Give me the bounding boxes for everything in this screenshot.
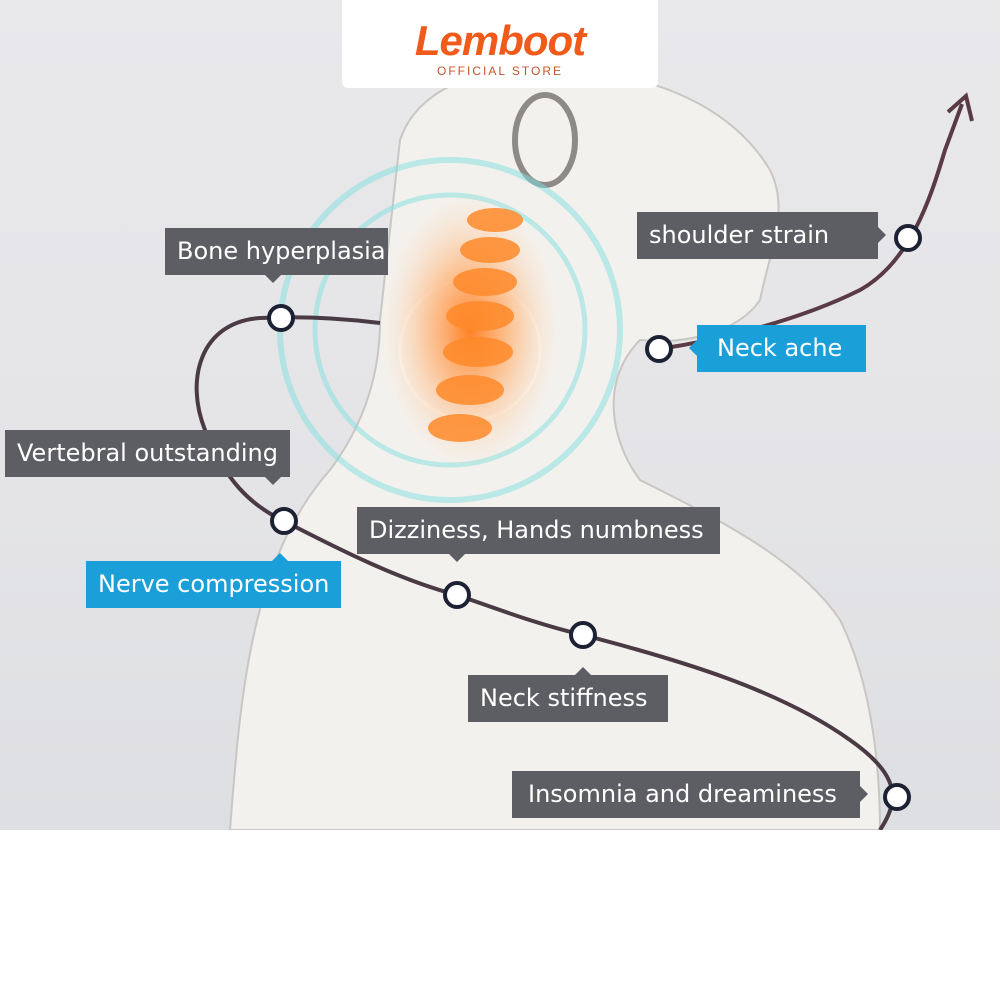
spine-vertebrae [428, 208, 523, 442]
label-vertebral-outstanding: Vertebral outstanding [5, 430, 290, 485]
brand-logo: Lemboot OFFICIAL STORE [342, 0, 658, 88]
label-insomnia-dreaminess: Insomnia and dreaminess [512, 771, 868, 818]
label-neck-ache: Neck ache [689, 325, 866, 372]
symptom-nodes [267, 224, 922, 811]
brand-subtitle: OFFICIAL STORE [436, 64, 563, 78]
brand-name: Lemboot [414, 17, 586, 64]
label-bone-hyperplasia: Bone hyperplasia [165, 228, 388, 283]
label-shoulder-strain: shoulder strain [637, 212, 886, 259]
symptom-curve-lower [194, 315, 895, 830]
ear [512, 92, 578, 188]
label-neck-stiffness: Neck stiffness [468, 667, 668, 722]
label-dizziness-hands-numbness: Dizziness, Hands numbness [357, 507, 720, 562]
label-nerve-compression: Nerve compression [86, 553, 341, 608]
arrow-head-icon [946, 92, 974, 122]
